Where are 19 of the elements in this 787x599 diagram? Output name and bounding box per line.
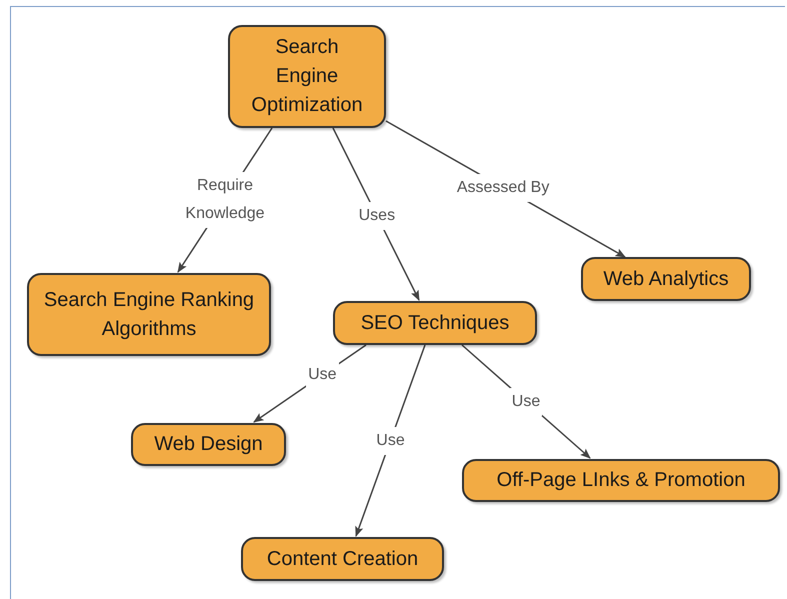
concept-box <box>241 537 444 581</box>
concept-box <box>131 423 286 466</box>
edge-label: Uses <box>356 202 398 230</box>
edge-label: Use <box>374 426 407 454</box>
concept-box <box>462 459 780 502</box>
node-text: Web Analytics <box>603 266 729 292</box>
edge-label: Use <box>510 388 542 416</box>
edge-label: Assessed By <box>454 174 552 202</box>
node-text: Off-Page LInks & Promotion <box>496 468 746 493</box>
node-text: SEO Techniques <box>360 310 510 336</box>
concept-box <box>27 273 271 356</box>
node-text: Web Design <box>154 432 263 457</box>
edge-label: Use <box>306 361 339 390</box>
node-text: Content Creation <box>266 546 418 572</box>
node-text: Search Engine Optimization <box>250 35 364 118</box>
concept-box <box>333 301 537 345</box>
concept-box <box>228 25 386 128</box>
node-text: Search Engine Ranking Algorithms <box>42 288 256 342</box>
concept-box <box>581 257 751 301</box>
